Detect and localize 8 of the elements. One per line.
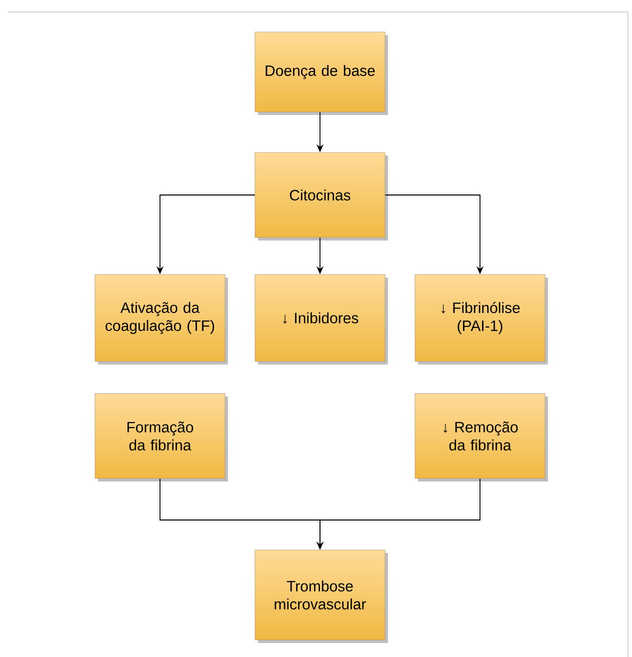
- process-box: Ativação da coagulação (TF): [94, 274, 226, 362]
- process-box: Citocinas: [254, 152, 386, 238]
- process-box: ↓ Fibrinólise (PAI-1): [414, 274, 546, 362]
- process-box: ↓ Remoção da fibrina: [414, 393, 546, 479]
- process-box: Trombose microvascular: [254, 550, 386, 640]
- process-box: Doença de base: [254, 32, 386, 112]
- process-box: Formação da fibrina: [94, 393, 226, 479]
- process-box: ↓ Inibidores: [254, 274, 386, 362]
